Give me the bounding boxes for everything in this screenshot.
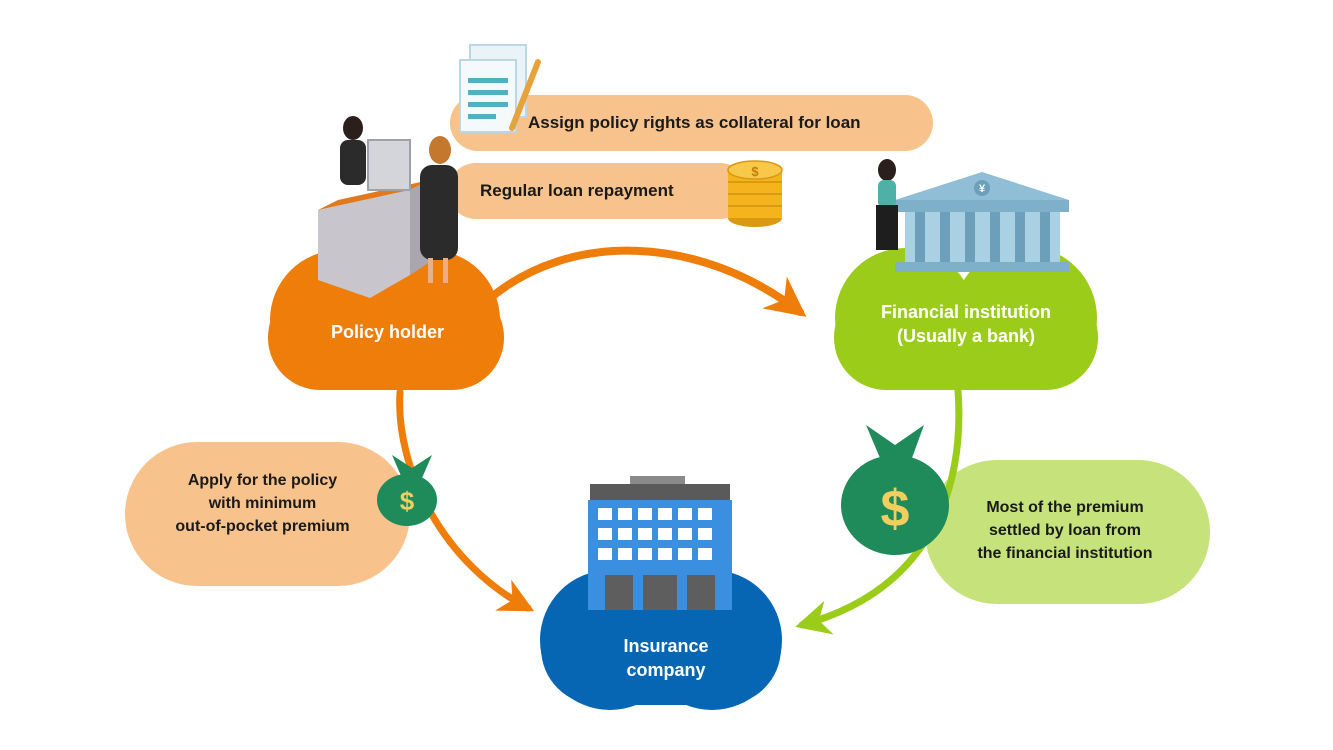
coin-symbol: $ xyxy=(751,164,759,179)
loan-repayment-pill xyxy=(448,163,748,219)
premium-loan-label: Most of the premium settled by loan from… xyxy=(950,496,1180,565)
bank-building-illustration xyxy=(876,159,1069,272)
premium-loan-bubble xyxy=(925,460,1210,604)
policy-holder-node xyxy=(268,250,504,390)
financial-institution-line1: Financial institution xyxy=(881,302,1051,322)
money-bag-symbol-right: $ xyxy=(881,480,910,538)
apply-policy-label: Apply for the policy with minimum out-of… xyxy=(150,469,375,538)
insurance-company-line1: Insurance xyxy=(623,636,709,656)
money-bag-icon-right: $ xyxy=(841,425,949,555)
insurance-building-illustration xyxy=(588,476,732,610)
money-bag-symbol-left: $ xyxy=(400,486,415,516)
money-bag-icon-left: $ xyxy=(377,455,437,526)
coin-stack-icon xyxy=(727,160,783,227)
document-icon xyxy=(459,44,541,133)
premium-loan-line2: settled by loan from xyxy=(988,522,1142,539)
apply-policy-line1: Apply for the policy xyxy=(187,472,338,489)
financial-institution-label: Financial institution (Usually a bank) xyxy=(850,300,1082,348)
apply-policy-line3: out-of-pocket premium xyxy=(175,518,350,535)
assign-rights-label: Assign policy rights as collateral for l… xyxy=(528,113,861,132)
insurance-company-line2: company xyxy=(626,660,706,680)
loan-repayment-label: Regular loan repayment xyxy=(480,181,674,200)
insurance-company-label: Insurance company xyxy=(580,634,752,682)
reception-desk-illustration xyxy=(318,116,458,298)
premium-loan-line1: Most of the premium xyxy=(986,499,1144,516)
assign-rights-pill xyxy=(450,95,933,151)
apply-policy-bubble xyxy=(125,442,410,586)
policy-holder-label: Policy holder xyxy=(330,322,445,342)
apply-policy-line2: with minimum xyxy=(208,495,317,512)
premium-loan-line3: the financial institution xyxy=(977,545,1153,562)
financial-institution-line2: (Usually a bank) xyxy=(896,326,1036,346)
policyholder-to-bank-arrow xyxy=(484,246,807,317)
bank-emblem: ¥ xyxy=(979,183,986,195)
financial-institution-node xyxy=(834,246,1098,390)
